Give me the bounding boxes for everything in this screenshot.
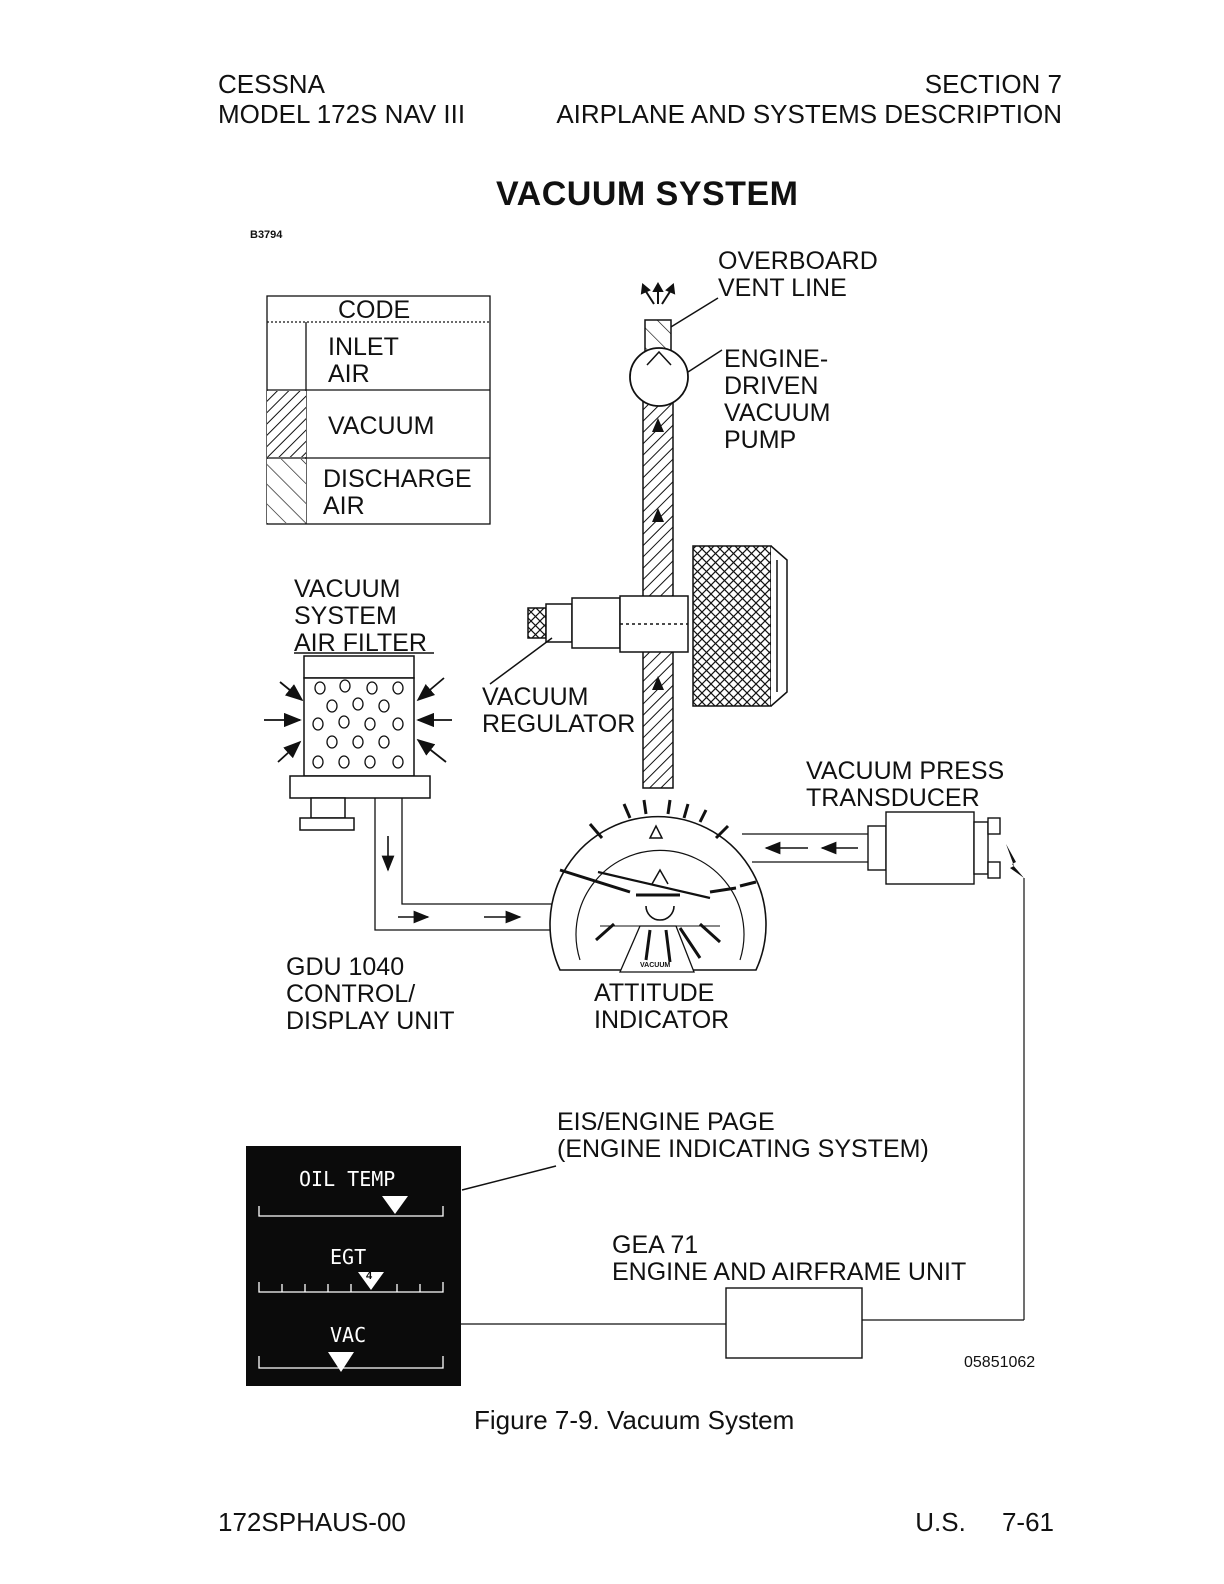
inlet-air-line xyxy=(374,798,552,931)
label-attitude-indicator: ATTITUDE INDICATOR xyxy=(594,979,730,1034)
filter-inlet-arrows xyxy=(264,677,452,763)
attitude-indicator xyxy=(549,799,767,973)
header-section-title: AIRPLANE AND SYSTEMS DESCRIPTION xyxy=(556,99,1062,129)
air-filter-holes xyxy=(312,679,404,769)
label-vacuum-pump: ENGINE- DRIVEN VACUUM PUMP xyxy=(724,345,831,454)
vacuum-pump-leader xyxy=(687,349,723,373)
legend-inlet-air: INLET AIR xyxy=(328,333,399,388)
transducer-air-line xyxy=(742,833,868,863)
indicator-face-label: VACUUM xyxy=(640,962,671,969)
vacuum-flow-arrows xyxy=(652,418,664,690)
eis-scales xyxy=(258,1206,444,1369)
legend-box xyxy=(266,295,491,525)
label-gdu: GDU 1040 CONTROL/ DISPLAY UNIT xyxy=(286,953,455,1035)
label-press-transducer: VACUUM PRESS TRANSDUCER xyxy=(806,757,1005,812)
vacuum-regulator xyxy=(527,595,689,653)
part-number: 05851062 xyxy=(964,1354,1036,1371)
header-model: MODEL 172S NAV III xyxy=(218,99,466,129)
vent-arrows xyxy=(640,281,676,305)
overboard-vent-leader xyxy=(665,297,719,331)
eis-pointers xyxy=(328,1196,408,1372)
eis-vac: VAC xyxy=(330,1323,367,1347)
legend-vacuum: VACUUM xyxy=(328,412,435,440)
footer-doc-number: 172SPHAUS-00 xyxy=(218,1507,406,1537)
figure-caption: Figure 7-9. Vacuum System xyxy=(474,1405,795,1435)
gea-71-box xyxy=(725,1287,863,1359)
page-title: VACUUM SYSTEM xyxy=(496,175,799,213)
eis-oil-temp: OIL TEMP xyxy=(299,1167,396,1191)
legend-discharge-air: DISCHARGE AIR xyxy=(323,465,472,520)
legend-heading: CODE xyxy=(338,296,411,324)
eis-egt-marker: 4 xyxy=(366,1270,373,1282)
drawing-number: B3794 xyxy=(250,229,283,241)
eis-egt: EGT xyxy=(330,1245,367,1269)
vacuum-pump xyxy=(629,347,689,407)
footer-page-number: U.S. 7-61 xyxy=(915,1507,1054,1537)
eis-page-leader xyxy=(461,1165,557,1191)
label-gea: GEA 71 ENGINE AND AIRFRAME UNIT xyxy=(612,1231,967,1286)
electrical-signal-bolt xyxy=(1006,844,1024,878)
eis-display xyxy=(246,1146,461,1386)
label-vacuum-regulator: VACUUM REGULATOR xyxy=(482,683,636,738)
header-section: SECTION 7 xyxy=(924,69,1062,99)
label-air-filter: VACUUM SYSTEM AIR FILTER xyxy=(294,575,427,657)
vacuum-regulator-leader xyxy=(489,637,553,685)
inlet-air-flow-arrows xyxy=(381,836,522,924)
label-eis-page: EIS/ENGINE PAGE (ENGINE INDICATING SYSTE… xyxy=(557,1108,929,1163)
header-manufacturer: CESSNA xyxy=(218,69,325,99)
vacuum-line xyxy=(642,397,674,789)
label-overboard-vent: OVERBOARD VENT LINE xyxy=(718,247,878,302)
vacuum-press-transducer xyxy=(867,811,1001,885)
regulator-screen xyxy=(692,545,788,707)
